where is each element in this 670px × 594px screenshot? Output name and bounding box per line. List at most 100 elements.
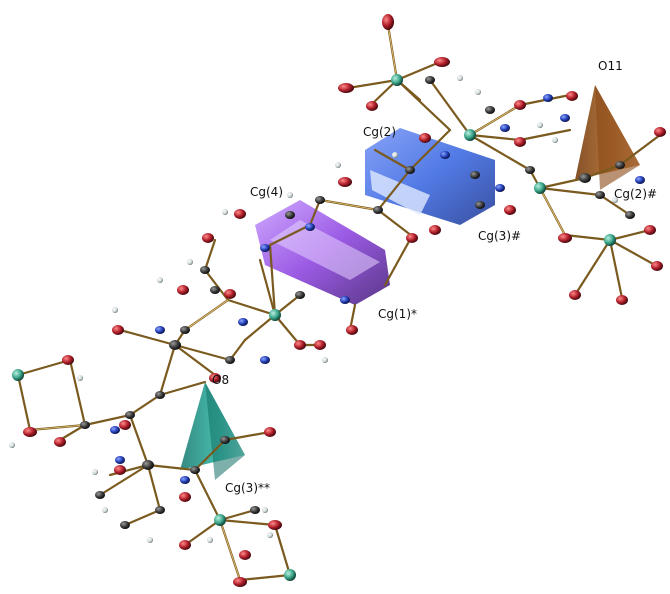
- hydrogen-atom: [612, 197, 618, 203]
- oxygen-atom: [314, 340, 326, 350]
- metal-atom: [12, 369, 24, 381]
- metal-atom: [284, 569, 296, 581]
- carbon-atom: [425, 76, 435, 84]
- nitrogen-atom: [238, 318, 248, 326]
- hydrogen-atom: [112, 307, 118, 313]
- hydrogen-atom: [77, 375, 83, 381]
- carbon-atom: [155, 506, 165, 514]
- oxygen-atom: [239, 550, 251, 560]
- metal-atom: [534, 182, 546, 194]
- oxygen-atom: [264, 427, 276, 437]
- nitrogen-atoms: [110, 94, 645, 484]
- nitrogen-atom: [495, 184, 505, 192]
- carbon-atoms: [80, 76, 635, 529]
- nitrogen-atom: [180, 476, 190, 484]
- oxygen-atom: [209, 373, 221, 383]
- polyhedra: [180, 85, 640, 480]
- oxygen-atom: [514, 137, 526, 147]
- oxygen-atom: [434, 57, 450, 67]
- oxygen-atom: [366, 101, 378, 111]
- hydrogen-atom: [9, 442, 15, 448]
- hydrogen-atom: [552, 137, 558, 143]
- carbon-atom: [155, 391, 165, 399]
- hydrogen-atom: [457, 75, 463, 81]
- carbon-atom: [485, 106, 495, 114]
- carbon-atom: [142, 460, 154, 470]
- carbon-atom: [169, 340, 181, 350]
- oxygen-atom: [119, 420, 131, 430]
- hydrogen-atom: [102, 507, 108, 513]
- hydrogen-atom: [475, 89, 481, 95]
- oxygen-atom: [233, 577, 247, 587]
- carbon-atom: [373, 206, 383, 214]
- hydrogen-atom: [187, 259, 193, 265]
- carbon-atom: [525, 166, 535, 174]
- carbon-atom: [285, 211, 295, 219]
- oxygen-atom: [177, 285, 189, 295]
- oxygen-atom: [558, 233, 572, 243]
- label-cg2-hash: Cg(2)#: [614, 187, 657, 201]
- hydrogen-atom: [322, 357, 328, 363]
- hydrogen-atom: [537, 122, 543, 128]
- carbon-atom: [295, 291, 305, 299]
- nitrogen-atom: [560, 114, 570, 122]
- nitrogen-atom: [115, 456, 125, 464]
- oxygen-atom: [406, 233, 418, 243]
- bonds: [16, 23, 662, 582]
- metal-atom: [464, 129, 476, 141]
- hydrogen-atom: [267, 532, 273, 538]
- oxygen-atom: [224, 289, 236, 299]
- bond-highlights: [29, 24, 566, 581]
- nitrogen-atom: [305, 223, 315, 231]
- carbon-atom: [225, 356, 235, 364]
- oxygen-atom: [179, 492, 191, 502]
- metal-atom: [391, 74, 403, 86]
- nitrogen-atom: [155, 326, 165, 334]
- carbon-atom: [180, 326, 190, 334]
- oxygen-atom: [338, 83, 354, 93]
- oxygen-atom: [346, 325, 358, 335]
- hydrogen-atom: [147, 537, 153, 543]
- carbon-atom: [190, 466, 200, 474]
- hydrogen-atoms: [9, 75, 618, 543]
- hydrogen-atom: [92, 469, 98, 475]
- label-cg2: Cg(2): [363, 125, 396, 139]
- hydrogen-atom: [207, 537, 213, 543]
- oxygen-atom: [651, 261, 663, 271]
- hydrogen-atom: [157, 277, 163, 283]
- nitrogen-atom: [260, 244, 270, 252]
- oxygen-atom: [234, 209, 246, 219]
- oxygen-atom: [566, 91, 578, 101]
- label-cg4: Cg(4): [250, 185, 283, 199]
- metal-atom: [214, 514, 226, 526]
- nitrogen-atom: [635, 176, 645, 184]
- hydrogen-atom: [392, 152, 398, 158]
- carbon-atom: [80, 421, 90, 429]
- oxygen-atom: [644, 225, 656, 235]
- oxygen-atom: [179, 540, 191, 550]
- metal-atom: [269, 309, 281, 321]
- oxygen-atom: [419, 133, 431, 143]
- carbon-atom: [210, 286, 220, 294]
- o8-pyramid-face: [205, 382, 245, 480]
- oxygen-atoms: [23, 14, 666, 587]
- oxygen-atom: [504, 205, 516, 215]
- oxygen-atom: [616, 295, 628, 305]
- oxygen-atom: [654, 127, 666, 137]
- carbon-atom: [315, 196, 325, 204]
- hydrogen-atom: [335, 162, 341, 168]
- oxygen-atom: [382, 14, 394, 30]
- oxygen-atom: [23, 427, 37, 437]
- carbon-atom: [120, 521, 130, 529]
- carbon-atom: [625, 211, 635, 219]
- hydrogen-atom: [287, 192, 293, 198]
- nitrogen-atom: [260, 356, 270, 364]
- o11-pyramid-face: [595, 85, 640, 190]
- label-cg3-star: Cg(3)**: [225, 481, 270, 495]
- oxygen-atom: [569, 290, 581, 300]
- oxygen-atom: [54, 437, 66, 447]
- carbon-atom: [200, 266, 210, 274]
- label-o8: O8: [212, 373, 229, 387]
- oxygen-atom: [62, 355, 74, 365]
- carbon-atom: [579, 173, 591, 183]
